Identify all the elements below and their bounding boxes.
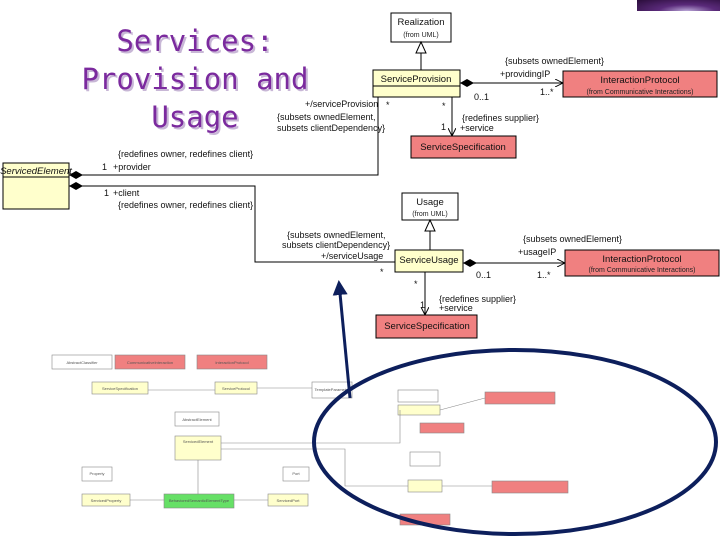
svg-text:1..*: 1..*: [540, 87, 554, 97]
svg-text:AbstractElement: AbstractElement: [182, 417, 212, 422]
svg-text:*: *: [386, 100, 390, 110]
svg-text:1: 1: [441, 122, 446, 132]
svg-text:1: 1: [104, 188, 109, 198]
svg-text:0..1: 0..1: [476, 270, 491, 280]
svg-text:Port: Port: [292, 471, 300, 476]
svg-text:+provider: +provider: [113, 162, 151, 172]
svg-text:Property: Property: [89, 471, 104, 476]
svg-text:(from UML): (from UML): [412, 211, 447, 218]
svg-text:InteractionProtocol: InteractionProtocol: [600, 75, 679, 86]
title-line-1: Services:: [116, 24, 274, 58]
svg-text:ServiceUsage: ServiceUsage: [399, 255, 458, 266]
generalization-arrow-icon: [415, 40, 427, 54]
svg-text:subsets clientDependency}: subsets clientDependency}: [277, 123, 385, 133]
svg-text:*: *: [380, 267, 384, 277]
thumbnail-diagram: AbstractClassifier CommunicativeInteract…: [51, 354, 569, 526]
corner-photo: [637, 0, 720, 11]
svg-text:ServiceSpecification: ServiceSpecification: [102, 386, 138, 391]
svg-text:Usage: Usage: [416, 197, 443, 208]
composition-diamond-icon: [69, 171, 83, 179]
svg-text:TemplateParameter: TemplateParameter: [315, 387, 351, 392]
svg-text:*: *: [414, 279, 418, 289]
svg-text:subsets clientDependency}: subsets clientDependency}: [282, 240, 390, 250]
svg-text:(from Communicative Interactio: (from Communicative Interactions): [589, 267, 696, 274]
svg-text:CommunicativeInteraction: CommunicativeInteraction: [127, 360, 173, 365]
composition-diamond-icon: [69, 182, 83, 190]
svg-text:{redefines supplier}: {redefines supplier}: [462, 113, 539, 123]
composition-diamond-icon: [460, 79, 474, 87]
svg-text:+providingIP: +providingIP: [500, 69, 550, 79]
svg-text:+client: +client: [113, 188, 140, 198]
interaction-protocol-box-usage[interactable]: InteractionProtocol (from Communicative …: [564, 249, 720, 277]
svg-text:ServiceSpecification: ServiceSpecification: [420, 142, 506, 153]
svg-text:AbstractClassifier: AbstractClassifier: [66, 360, 98, 365]
svg-text:1: 1: [420, 300, 425, 310]
svg-text:{subsets ownedElement,: {subsets ownedElement,: [287, 230, 386, 240]
svg-text:(from Communicative Interactio: (from Communicative Interactions): [587, 89, 694, 96]
generalization-arrow-icon: [424, 218, 436, 232]
svg-text:{redefines owner, redefines cl: {redefines owner, redefines client}: [118, 200, 253, 210]
svg-text:{subsets ownedElement}: {subsets ownedElement}: [505, 56, 604, 66]
slide-title: Services: Provision and Usage: [40, 22, 350, 136]
svg-text:1..*: 1..*: [537, 270, 551, 280]
svg-text:{redefines owner, redefines cl: {redefines owner, redefines client}: [118, 149, 253, 159]
svg-text:{subsets ownedElement}: {subsets ownedElement}: [523, 234, 622, 244]
realization-box[interactable]: Realization (from UML): [390, 12, 452, 43]
title-line-2: Provision and Usage: [81, 62, 309, 134]
svg-text:0..1: 0..1: [474, 92, 489, 102]
service-provision-box[interactable]: ServiceProvision: [372, 69, 461, 98]
svg-text:+service: +service: [439, 303, 473, 313]
svg-text:ServicedElement: ServicedElement: [0, 166, 72, 177]
svg-text:+service: +service: [460, 123, 494, 133]
composition-diamond-icon: [463, 259, 477, 267]
svg-text:+usageIP: +usageIP: [518, 247, 556, 257]
svg-text:InteractionProtocol: InteractionProtocol: [215, 360, 248, 365]
svg-text:+/serviceUsage: +/serviceUsage: [321, 251, 383, 261]
svg-text:ServicedProperty: ServicedProperty: [91, 498, 122, 503]
svg-text:{subsets ownedElement,: {subsets ownedElement,: [277, 112, 376, 122]
highlight-ellipse: [312, 348, 718, 536]
svg-text:ServiceProtocol: ServiceProtocol: [222, 386, 250, 391]
svg-text:ServiceProvision: ServiceProvision: [381, 74, 452, 85]
interaction-protocol-box[interactable]: InteractionProtocol (from Communicative …: [562, 70, 718, 98]
svg-text:(from UML): (from UML): [403, 32, 438, 39]
svg-text:+/serviceProvision: +/serviceProvision: [305, 99, 378, 109]
svg-text:{redefines supplier}: {redefines supplier}: [439, 294, 516, 304]
svg-text:ServicedElement: ServicedElement: [183, 439, 214, 444]
service-usage-box[interactable]: ServiceUsage: [394, 249, 464, 273]
svg-text:Realization: Realization: [398, 17, 445, 28]
serviced-element-box[interactable]: ServicedElement: [0, 162, 72, 210]
svg-text:InteractionProtocol: InteractionProtocol: [602, 254, 681, 265]
zoom-arrow: [332, 280, 352, 399]
svg-text:ServicedPort: ServicedPort: [277, 498, 301, 503]
svg-text:*: *: [442, 101, 446, 111]
svg-text:BehavioredSemanticElementType: BehavioredSemanticElementType: [169, 498, 230, 503]
client-association: [69, 185, 395, 263]
service-specification-box-usage[interactable]: ServiceSpecification: [375, 314, 478, 339]
usage-box[interactable]: Usage (from UML): [401, 192, 459, 221]
service-specification-box[interactable]: ServiceSpecification: [410, 135, 517, 159]
provider-association: [69, 97, 379, 176]
svg-text:ServiceSpecification: ServiceSpecification: [384, 321, 470, 332]
svg-text:1: 1: [102, 162, 107, 172]
